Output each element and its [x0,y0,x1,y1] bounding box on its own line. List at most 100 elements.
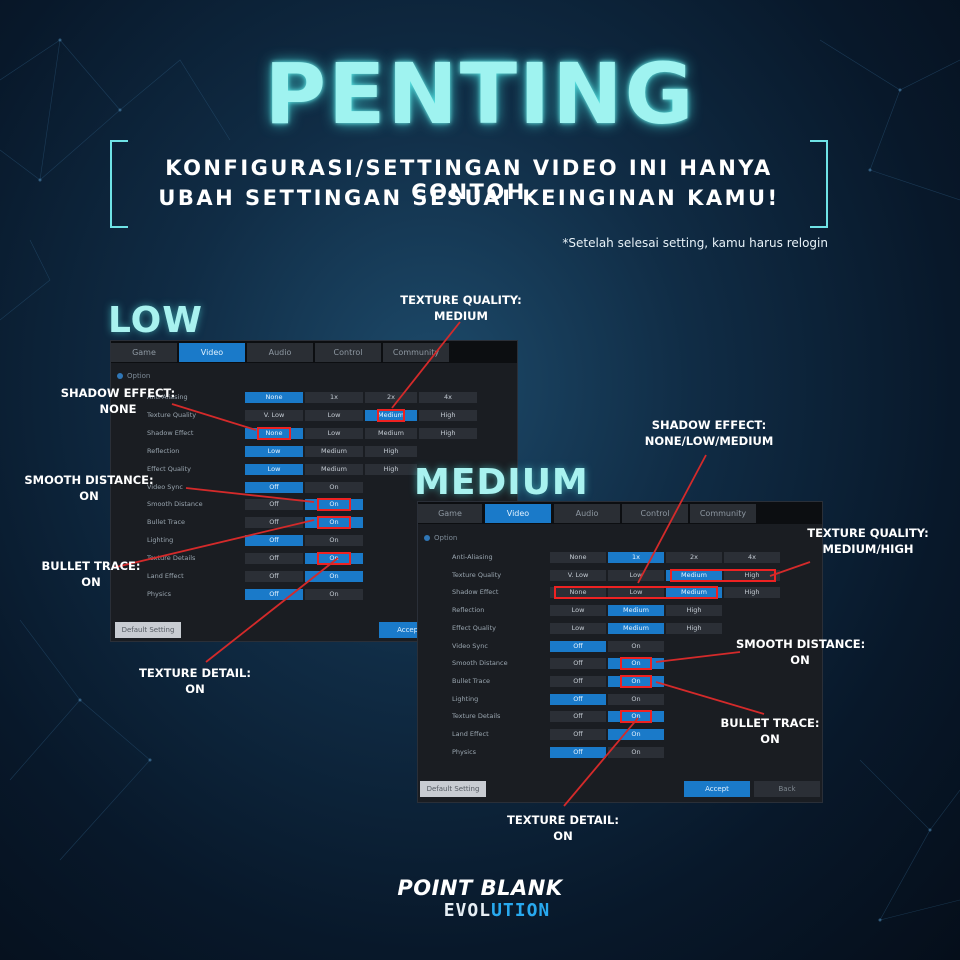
option-anti-aliasing-none[interactable]: None [550,552,606,563]
option-lighting-on[interactable]: On [305,535,363,547]
annotation-low-shadow-effect: SHADOW EFFECT: NONE [58,385,178,417]
pointer-low-shadow-effect [171,403,257,431]
option-shadow-effect-none[interactable]: None [245,427,303,439]
option-anti-aliasing-1x[interactable]: 1x [608,552,664,563]
annotation-title: SMOOTH DISTANCE: [24,473,154,487]
option-land-effect-on[interactable]: On [305,571,363,582]
pointer-low-texture-quality [391,321,461,409]
tab-video[interactable]: Video [179,343,245,362]
highlight-box [257,426,291,440]
annotation-value: NONE [99,402,137,416]
option-smooth-distance-off[interactable]: Off [550,658,606,670]
option-bullet-trace-off[interactable]: Off [550,675,606,687]
option-video-sync-off[interactable]: Off [245,481,303,493]
option-texture-quality-high[interactable]: High [724,569,780,581]
option-land-effect-off[interactable]: Off [550,729,606,740]
option-anti-aliasing-4x[interactable]: 4x [419,392,477,403]
option-header-label: Option [434,534,458,542]
option-reflection-high[interactable]: High [666,605,722,617]
option-reflection-high[interactable]: High [365,445,417,457]
option-land-effect-on[interactable]: On [608,729,664,740]
annotation-low-smooth-distance: SMOOTH DISTANCE: ON [24,472,154,504]
option-effect-quality-low[interactable]: Low [245,463,303,475]
option-texture-details-on[interactable]: On [305,553,363,565]
option-shadow-effect-high[interactable]: High [419,427,477,439]
option-shadow-effect-medium[interactable]: Medium [666,587,722,599]
option-reflection-medium[interactable]: Medium [305,445,363,457]
option-texture-details-off[interactable]: Off [245,553,303,565]
option-reflection-low[interactable]: Low [245,445,303,457]
option-shadow-effect-high[interactable]: High [724,587,780,599]
option-texture-quality-low[interactable]: Low [305,409,363,421]
option-reflection-low[interactable]: Low [550,605,606,617]
option-lighting-off[interactable]: Off [245,535,303,547]
option-texture-details-on[interactable]: On [608,711,664,723]
option-shadow-effect-medium[interactable]: Medium [365,427,417,439]
option-texture-quality-medium[interactable]: Medium [365,409,417,421]
highlight-box [620,674,652,688]
option-anti-aliasing-1x[interactable]: 1x [305,392,363,403]
option-texture-quality-high[interactable]: High [419,409,477,421]
annotation-title: SMOOTH DISTANCE: [736,637,866,651]
accept-button[interactable]: Accept [684,781,750,797]
option-reflection-medium[interactable]: Medium [608,605,664,617]
option-video-sync-on[interactable]: On [608,640,664,652]
option-shadow-effect-low[interactable]: Low [305,427,363,439]
highlight-box [554,586,718,600]
option-lighting-off[interactable]: Off [550,693,606,705]
option-texture-quality-v-low[interactable]: V. Low [245,409,303,421]
option-texture-quality-medium[interactable]: Medium [666,569,722,581]
option-effect-quality-high[interactable]: High [666,622,722,634]
annotation-low-texture-detail: TEXTURE DETAIL: ON [136,665,254,697]
option-label-land-effect: Land Effect [147,572,184,580]
option-effect-quality-medium[interactable]: Medium [305,463,363,475]
option-bullet-trace-off[interactable]: Off [245,517,303,529]
option-effect-quality-high[interactable]: High [365,463,417,475]
option-dot-icon [424,535,430,541]
option-video-sync-off[interactable]: Off [550,640,606,652]
option-physics-off[interactable]: Off [245,588,303,600]
option-anti-aliasing-none[interactable]: None [245,392,303,403]
option-shadow-effect-none[interactable]: None [550,587,606,599]
option-effect-quality-medium[interactable]: Medium [608,622,664,634]
tab-community[interactable]: Community [690,504,756,523]
option-land-effect-off[interactable]: Off [245,571,303,582]
tab-game[interactable]: Game [111,343,177,362]
option-physics-on[interactable]: On [305,588,363,600]
option-label-anti-aliasing: Anti-Aliasing [147,393,188,401]
highlight-box [620,710,652,724]
back-button[interactable]: Back [754,781,820,797]
option-anti-aliasing-2x[interactable]: 2x [666,552,722,563]
option-smooth-distance-on[interactable]: On [608,658,664,670]
annotation-value: ON [81,575,101,589]
option-label-texture-quality: Texture Quality [147,410,197,419]
option-header: Option [424,534,457,542]
option-physics-off[interactable]: Off [550,746,606,758]
option-label-shadow-effect: Shadow Effect [147,428,194,437]
option-texture-details-off[interactable]: Off [550,711,606,723]
option-label-effect-quality: Effect Quality [147,464,191,473]
option-physics-on[interactable]: On [608,746,664,758]
option-smooth-distance-on[interactable]: On [305,499,363,511]
tab-control[interactable]: Control [315,343,381,362]
tab-video[interactable]: Video [485,504,551,523]
option-anti-aliasing-4x[interactable]: 4x [724,552,780,563]
default-setting-button[interactable]: Default Setting [420,781,486,797]
option-smooth-distance-off[interactable]: Off [245,499,303,511]
option-bullet-trace-on[interactable]: On [608,675,664,687]
tab-audio[interactable]: Audio [554,504,620,523]
option-bullet-trace-on[interactable]: On [305,517,363,529]
option-texture-quality-low[interactable]: Low [608,569,664,581]
option-texture-quality-v-low[interactable]: V. Low [550,569,606,581]
option-effect-quality-low[interactable]: Low [550,622,606,634]
option-lighting-on[interactable]: On [608,693,664,705]
tab-game[interactable]: Game [418,504,482,523]
relogin-note: *Setelah selesai setting, kamu harus rel… [562,236,828,250]
option-anti-aliasing-2x[interactable]: 2x [365,392,417,403]
annotation-title: TEXTURE QUALITY: [807,526,929,540]
default-setting-button[interactable]: Default Setting [115,622,181,638]
option-video-sync-on[interactable]: On [305,481,363,493]
option-shadow-effect-low[interactable]: Low [608,587,664,599]
tab-audio[interactable]: Audio [247,343,313,362]
